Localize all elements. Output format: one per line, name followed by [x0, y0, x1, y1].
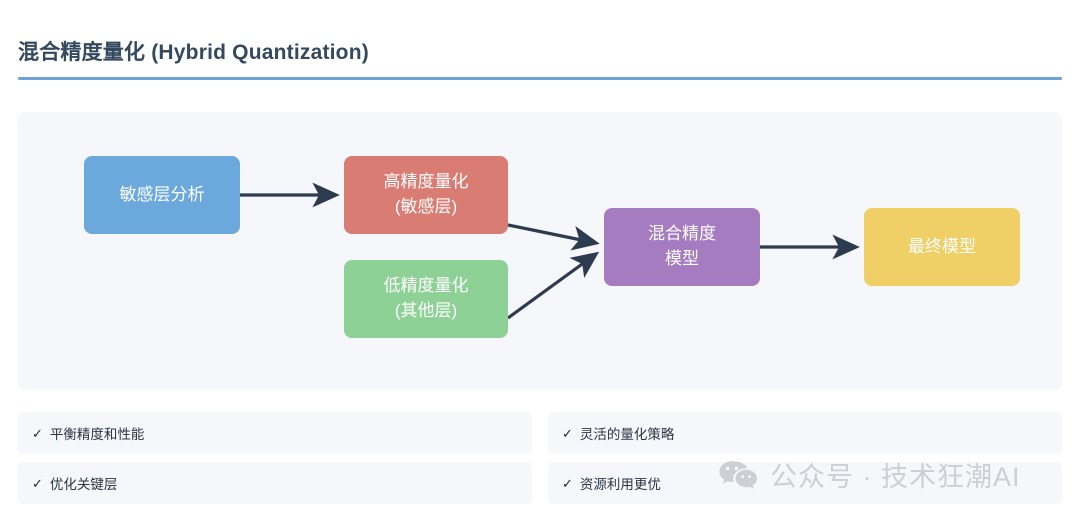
check-icon: ✓: [32, 475, 43, 491]
edge-high-to-mixed: [507, 223, 600, 251]
benefit-item-balance-accuracy: ✓ 平衡精度和性能: [18, 412, 532, 454]
benefit-label: 平衡精度和性能: [49, 427, 145, 442]
benefit-label: 优化关键层: [49, 477, 118, 492]
benefit-label: 资源利用更优: [579, 477, 661, 492]
title-underline-rule: [18, 77, 1062, 80]
node-mixed-precision-model[interactable]: 混合精度 模型: [604, 208, 760, 286]
diagram-panel: 敏感层分析 高精度量化 (敏感层) 低精度量化 (其他层) 混合精度 模型 最终…: [18, 112, 1062, 390]
node-low-precision[interactable]: 低精度量化 (其他层): [344, 260, 508, 338]
node-sensitive-analysis[interactable]: 敏感层分析: [84, 156, 240, 234]
benefit-item-flexible-strategy: ✓ 灵活的量化策略: [548, 412, 1062, 454]
check-icon: ✓: [562, 475, 573, 491]
benefit-item-optimize-key-layers: ✓ 优化关键层: [18, 462, 532, 504]
benefit-label: 灵活的量化策略: [579, 427, 675, 442]
flowchart-canvas: 敏感层分析 高精度量化 (敏感层) 低精度量化 (其他层) 混合精度 模型 最终…: [18, 112, 1062, 390]
check-icon: ✓: [32, 425, 43, 441]
node-final-model[interactable]: 最终模型: [864, 208, 1020, 286]
check-icon: ✓: [562, 425, 573, 441]
node-high-precision[interactable]: 高精度量化 (敏感层): [344, 156, 508, 234]
page-title: 混合精度量化 (Hybrid Quantization): [18, 41, 369, 64]
benefits-list: ✓ 平衡精度和性能 ✓ 灵活的量化策略 ✓ 优化关键层 ✓ 资源利用更优: [18, 412, 1062, 512]
edge-low-to-mixed: [507, 251, 600, 320]
benefit-item-better-resource-use: ✓ 资源利用更优: [548, 462, 1062, 504]
flowchart-arrow-layer: [240, 182, 860, 320]
